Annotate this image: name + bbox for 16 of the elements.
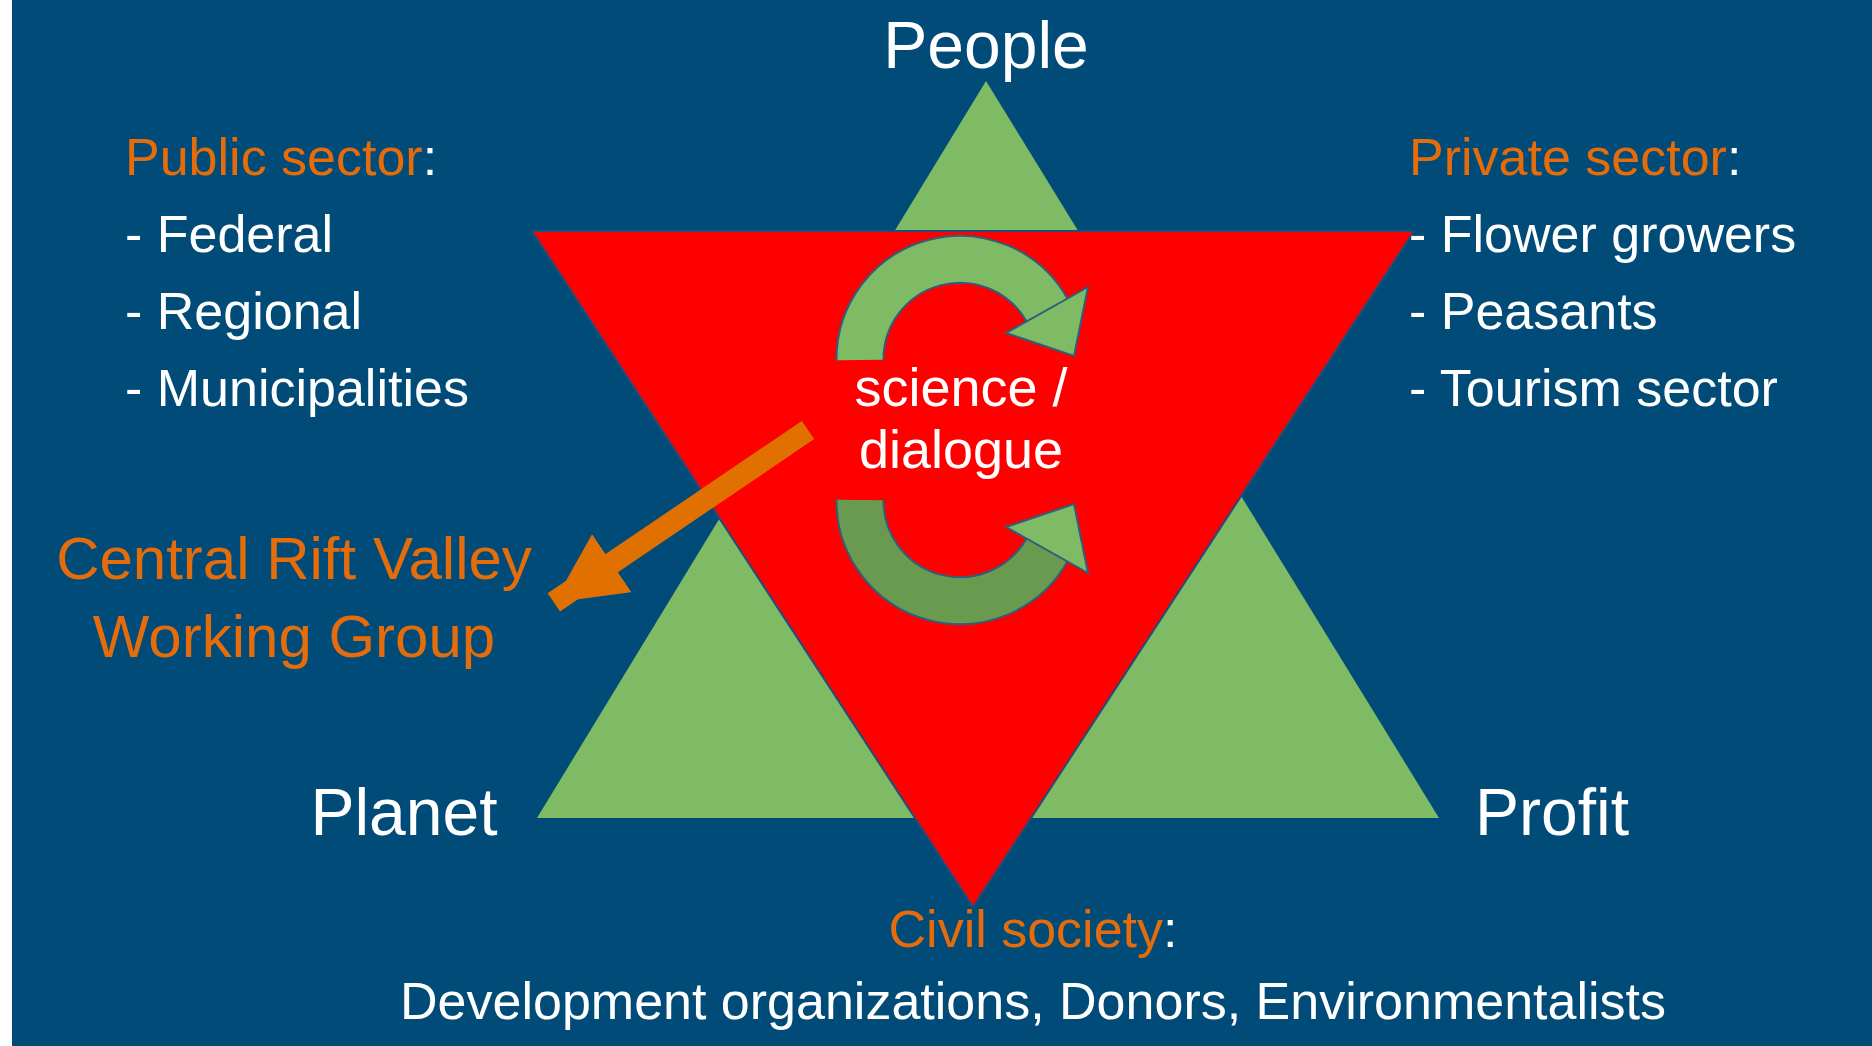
label-text: Development organizations, Donors, Environmentalists xyxy=(400,972,1666,1032)
label-text: - Regional xyxy=(125,282,363,342)
label-text: - Municipalities xyxy=(125,359,469,419)
sector-heading: Civil society: xyxy=(888,900,1178,960)
label-text: - Flower growers xyxy=(1409,205,1797,265)
center-text: science / dialogue xyxy=(853,356,1069,480)
label-text: - Tourism sector xyxy=(1409,359,1778,419)
sector-heading: Private sector: xyxy=(1409,128,1742,188)
label-text: Profit xyxy=(1475,775,1629,851)
label-text: - Federal xyxy=(125,205,334,265)
arrow xyxy=(547,420,815,612)
label-text: Planet xyxy=(310,775,498,851)
sector-heading: Public sector: xyxy=(125,128,438,188)
group-name: Central Rift Valley Working Group xyxy=(55,524,533,672)
label-text: - Peasants xyxy=(1409,282,1658,342)
label-text: People xyxy=(883,8,1089,84)
